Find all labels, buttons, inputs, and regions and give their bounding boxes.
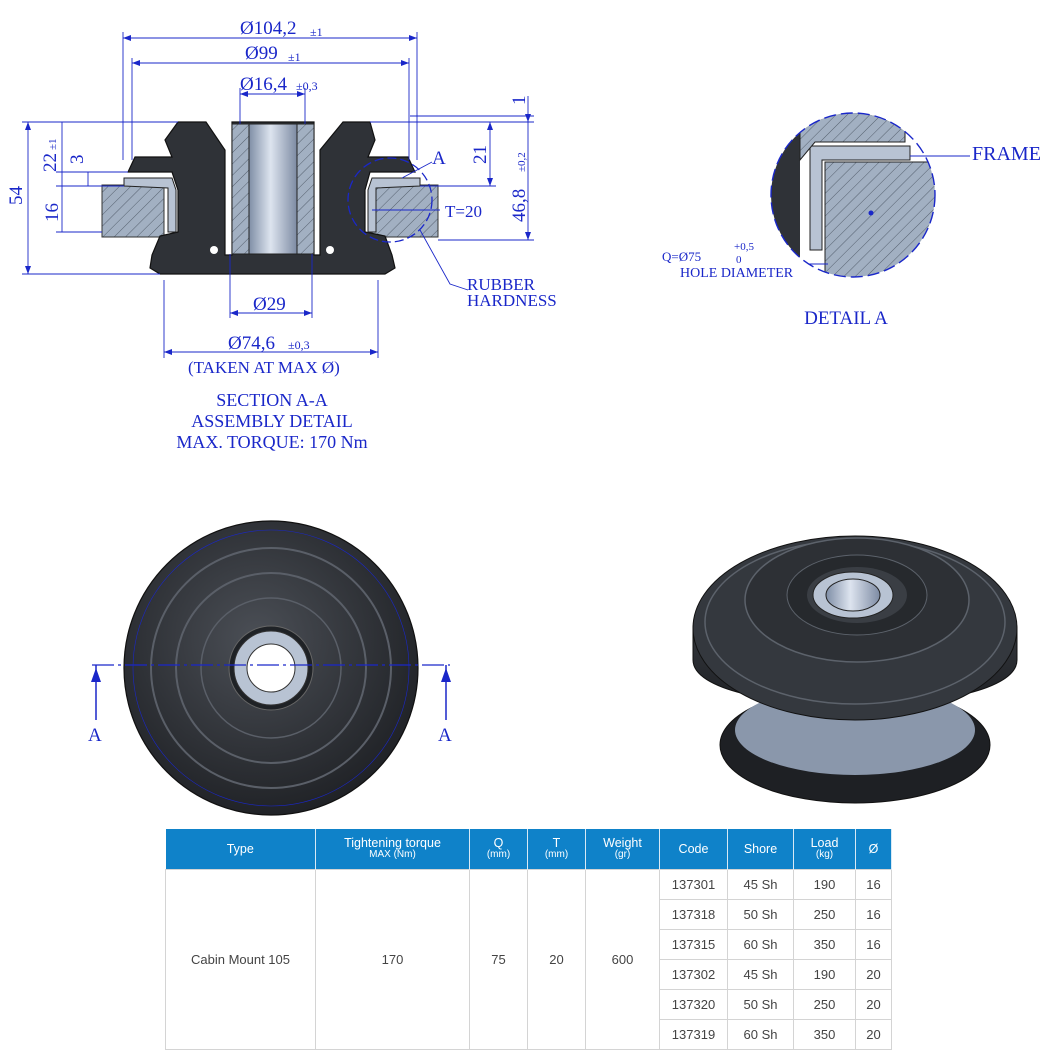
- dim-d74: Ø74,6: [228, 333, 275, 354]
- header-code: Code: [659, 829, 728, 870]
- cell-load: 250: [793, 899, 856, 930]
- dim-h16: 16: [42, 203, 63, 222]
- cell-dia: 20: [855, 959, 892, 990]
- cell-code: 137319: [659, 1019, 728, 1050]
- header-t: T(mm): [527, 829, 586, 870]
- table-row: 137318 50 Sh 250 16: [166, 899, 892, 930]
- cell-code: 137301: [659, 869, 728, 900]
- table-row: 137302 45 Sh 190 20: [166, 959, 892, 990]
- cell-shore: 60 Sh: [727, 929, 794, 960]
- cell-dia: 16: [855, 869, 892, 900]
- cell-type: Cabin Mount 105: [165, 869, 316, 1050]
- isometric-view: [692, 535, 1018, 804]
- dim-h21: 21: [470, 145, 491, 164]
- header-dia: Ø: [855, 829, 892, 870]
- label-q-tol-up: +0,5: [734, 241, 754, 253]
- front-view: A A: [88, 520, 452, 816]
- section-torque: MAX. TORQUE: 170 Nm: [176, 432, 367, 452]
- dim-d16-tol: ±0,3: [296, 79, 318, 93]
- cell-code: 137318: [659, 899, 728, 930]
- section-view: Ø104,2 ±1 Ø99 ±1 Ø16,4 ±0,3 Ø29 Ø74,6 ±0…: [6, 18, 557, 452]
- cell-q: 75: [469, 869, 528, 1050]
- technical-drawing: Ø104,2 ±1 Ø99 ±1 Ø16,4 ±0,3 Ø29 Ø74,6 ±0…: [6, 18, 1041, 816]
- dim-d29: Ø29: [253, 294, 286, 315]
- label-frame: FRAME: [972, 143, 1041, 165]
- detail-circle: [770, 112, 936, 278]
- table-row: Cabin Mount 105 170 75 20 600 137301 45 …: [165, 869, 892, 1050]
- detail-a-circle: [347, 157, 433, 243]
- cell-dia: 20: [855, 989, 892, 1020]
- dim-taken: (TAKEN AT MAX Ø): [188, 358, 340, 377]
- dim-h46-tol: ±0,2: [516, 152, 528, 172]
- void-icon: [210, 246, 218, 254]
- frame-plate-left: [101, 184, 165, 238]
- cell-code: 137302: [659, 959, 728, 990]
- dim-d99: Ø99: [245, 43, 278, 64]
- label-q: Q=Ø75: [662, 249, 701, 264]
- dim-h22: 22: [40, 153, 61, 172]
- dim-h3: 3: [67, 155, 88, 165]
- cell-load: 190: [793, 869, 856, 900]
- cell-shore: 45 Sh: [727, 869, 794, 900]
- frame-plate-right: [371, 184, 439, 238]
- dim-d104-tol: ±1: [310, 25, 323, 39]
- cell-shore: 60 Sh: [727, 1019, 794, 1050]
- dim-d104: Ø104,2: [240, 18, 296, 39]
- header-q: Q(mm): [469, 829, 528, 870]
- cell-shore: 50 Sh: [727, 899, 794, 930]
- cut-label-left: A: [88, 725, 102, 746]
- cell-t: 20: [527, 869, 586, 1050]
- dim-d74-tol: ±0,3: [288, 338, 310, 352]
- cell-dia: 16: [855, 899, 892, 930]
- cell-shore: 45 Sh: [727, 959, 794, 990]
- cell-torque: 170: [315, 869, 470, 1050]
- void-icon: [326, 246, 334, 254]
- steel-insert-left: [123, 177, 177, 233]
- cell-load: 350: [793, 929, 856, 960]
- section-title: SECTION A-A: [216, 390, 328, 410]
- cell-load: 190: [793, 959, 856, 990]
- dim-h1: 1: [509, 96, 530, 106]
- cell-code: 137320: [659, 989, 728, 1020]
- cell-dia: 20: [855, 1019, 892, 1050]
- dim-h54: 54: [6, 186, 27, 206]
- cell-code: 137315: [659, 929, 728, 960]
- detail-view: FRAME Q=Ø75 +0,5 0 HOLE DIAMETER DETAIL …: [662, 112, 1041, 329]
- dim-t20: T=20: [445, 202, 482, 221]
- label-q-tol-low: 0: [736, 254, 742, 266]
- dim-h46: 46,8: [509, 189, 530, 222]
- center-dot-icon: [868, 210, 874, 216]
- header-load: Load(kg): [793, 829, 856, 870]
- cell-load: 250: [793, 989, 856, 1020]
- cell-load: 350: [793, 1019, 856, 1050]
- label-hole-diameter: HOLE DIAMETER: [680, 266, 794, 281]
- label-hardness: HARDNESS: [467, 291, 557, 310]
- label-rubber: RUBBER: [467, 275, 536, 294]
- detail-mark-a: A: [432, 148, 446, 169]
- cell-shore: 50 Sh: [727, 989, 794, 1020]
- header-type: Type: [165, 829, 316, 870]
- table-row: 137320 50 Sh 250 20: [166, 989, 892, 1020]
- section-subtitle: ASSEMBLY DETAIL: [191, 411, 353, 431]
- cell-dia: 16: [855, 929, 892, 960]
- cell-weight: 600: [585, 869, 660, 1050]
- sleeve-bore: [248, 123, 298, 255]
- detail-title: DETAIL A: [804, 308, 888, 329]
- dim-d16: Ø16,4: [240, 74, 287, 95]
- header-shore: Shore: [727, 829, 794, 870]
- cut-label-right: A: [438, 725, 452, 746]
- dim-h22-tol: ±1: [47, 138, 59, 150]
- dim-d99-tol: ±1: [288, 50, 301, 64]
- table-row: 137319 60 Sh 350 20: [166, 1019, 892, 1050]
- header-weight: Weight(gr): [585, 829, 660, 870]
